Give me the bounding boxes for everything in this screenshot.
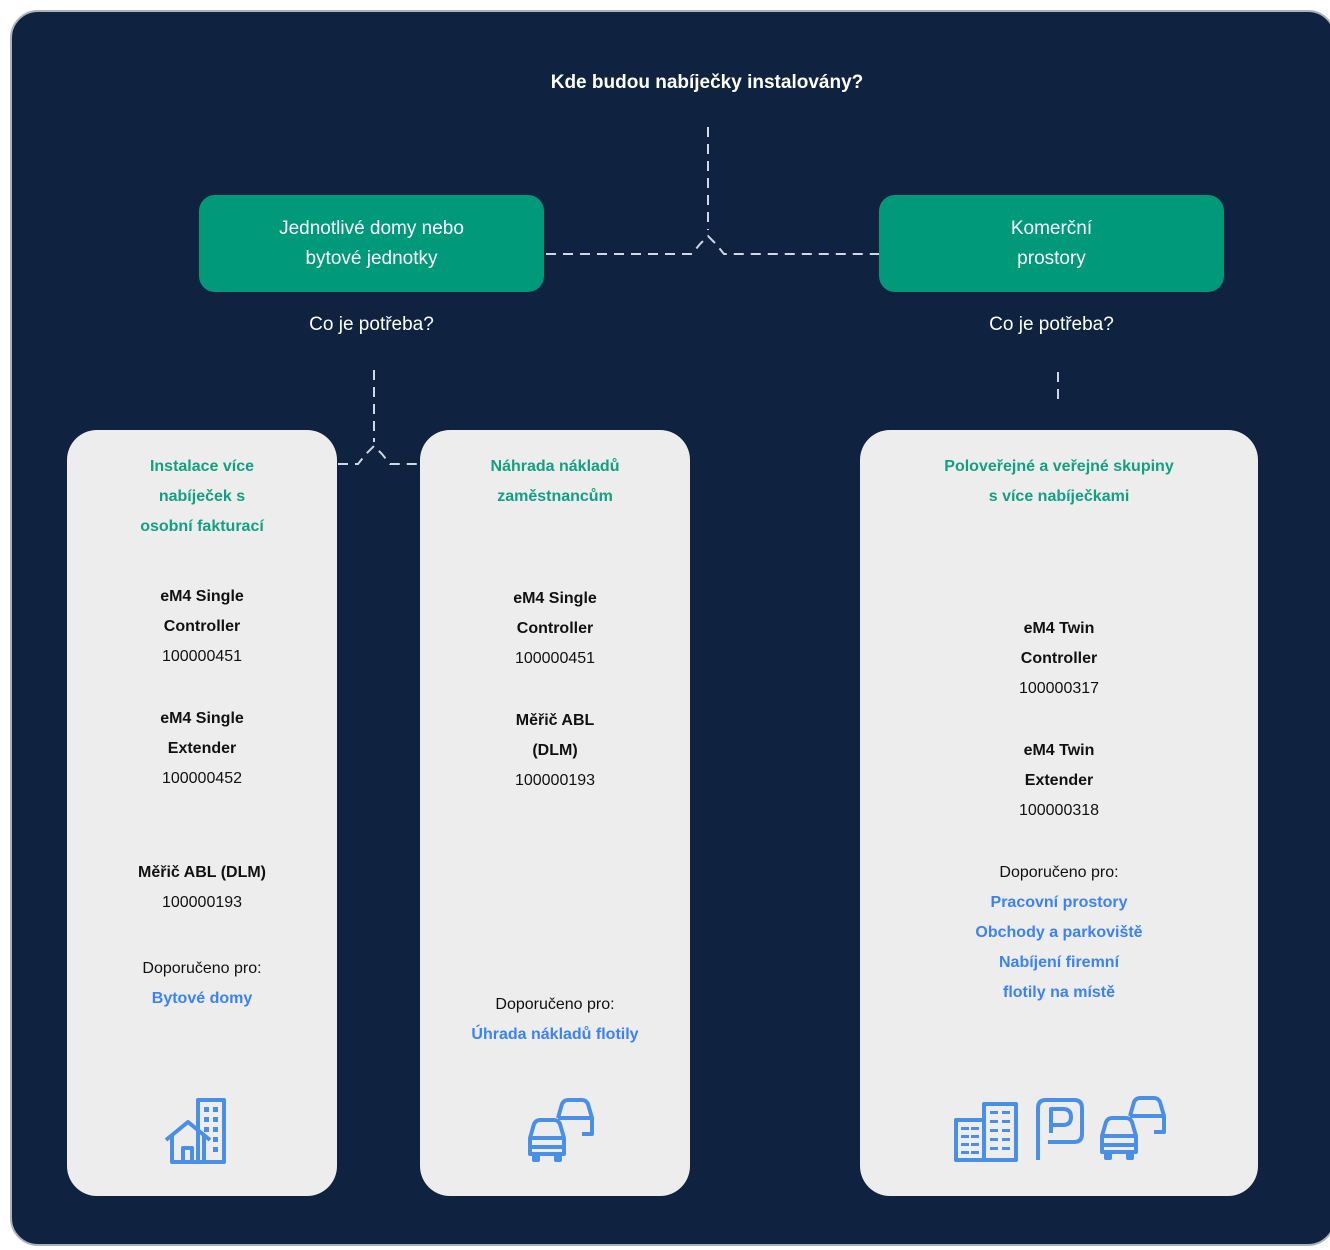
car-fleet-icon [528,1098,594,1162]
product-code: 100000193 [514,772,596,789]
option-residential: Jednotlivé domy nebo bytové jednotky [199,195,544,292]
recommended-label: Doporučeno pro: [142,960,262,977]
product-code: 100000193 [161,894,243,911]
card-employee-reimbursement: Náhrada nákladů zaměstnancům eM4 Single … [420,430,690,1196]
product-code: 100000451 [161,648,243,665]
diagram-title: Kde budou nabíječky instalovány? [550,72,864,93]
product-code: 100000317 [1018,680,1100,697]
product-code: 100000318 [1018,802,1100,819]
question-residential: Co je potřeba? [309,314,434,335]
product-name: eM4 Twin Controller [1020,620,1098,667]
product-name: eM4 Single Controller [160,588,244,635]
parking-icon [1036,1098,1084,1160]
option-commercial-label: Komerční prostory [1010,217,1093,269]
product-name: Měřič ABL (DLM) [515,712,595,759]
recommended-item: Bytové domy [151,990,253,1007]
recommended-label: Doporučeno pro: [999,864,1119,881]
card-multi-charger-billing: Instalace více nabíječek s osobní faktur… [67,430,337,1196]
recommended-item: Pracovní prostory [990,894,1128,911]
product-code: 100000452 [161,770,243,787]
product-name: eM4 Twin Extender [1023,742,1095,789]
office-building-icon [954,1102,1018,1162]
product-name: Měřič ABL (DLM) [138,864,266,881]
product-code: 100000451 [514,650,596,667]
connector-lines [338,127,1059,465]
recommended-item: Obchody a parkoviště [975,924,1143,941]
product-name: eM4 Single Extender [160,710,244,757]
option-commercial: Komerční prostory [879,195,1224,292]
car-fleet-icon [1100,1096,1166,1160]
recommended-label: Doporučeno pro: [495,996,615,1013]
card-public-charger-groups: Poloveřejné a veřejné skupiny s více nab… [860,430,1258,1196]
card-heading: Poloveřejné a veřejné skupiny s více nab… [944,458,1174,505]
card-heading: Instalace více nabíječek s osobní faktur… [140,458,264,535]
recommended-item: Úhrada nákladů flotily [471,1026,639,1043]
card-heading: Náhrada nákladů zaměstnancům [490,458,620,505]
question-commercial: Co je potřeba? [989,314,1114,335]
product-name: eM4 Single Controller [513,590,597,637]
recommended-item: Nabíjení firemní flotily na místě [998,954,1120,1001]
apartment-house-icon [164,1098,226,1164]
diagram-frame: Kde budou nabíječky instalovány? Jednotl… [10,10,1330,1246]
option-residential-label: Jednotlivé domy nebo bytové jednotky [279,217,464,269]
